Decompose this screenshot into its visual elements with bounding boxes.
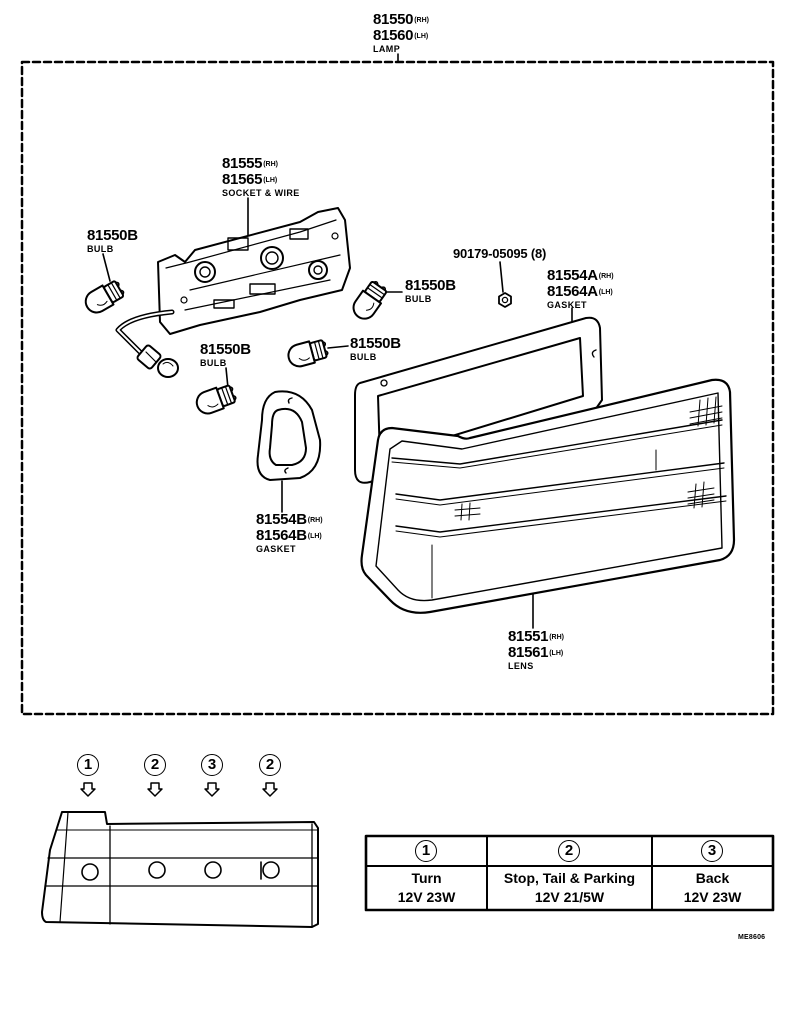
side-label: (LH) xyxy=(307,533,322,540)
part-number: 81550 xyxy=(373,11,414,28)
side-label: (RH) xyxy=(549,634,564,641)
part-name: LENS xyxy=(508,661,534,671)
bulb-left xyxy=(80,276,128,318)
table-spec: 12V 23W xyxy=(683,889,742,905)
callout-screw: 90179-05095 (8) xyxy=(453,247,546,263)
callout-bulb-left: 81550B BULB xyxy=(87,228,138,254)
socket-hole xyxy=(309,261,327,279)
down-arrow-icon xyxy=(148,783,162,796)
part-number: 81550B xyxy=(350,335,401,352)
part-number: 81561 xyxy=(508,644,549,661)
table-number: 2 xyxy=(558,840,580,862)
part-number-rh: 81555(RH) xyxy=(222,156,300,172)
part-name: SOCKET & WIRE xyxy=(222,188,300,198)
bulb-position-circle xyxy=(263,862,279,878)
part-name: BULB xyxy=(200,358,227,368)
table-spec: 12V 21/5W xyxy=(534,889,605,905)
part-number: 81564A xyxy=(547,283,598,300)
callout-bulb-middle: 81550B BULB xyxy=(350,336,401,362)
part-name: BULB xyxy=(350,352,377,362)
part-number: 81564B xyxy=(256,527,307,544)
drawing-code: ME8606 xyxy=(738,934,766,941)
part-number: 90179-05095 (8) xyxy=(453,246,547,261)
callout-lens: 81551(RH) 81561(LH) LENS xyxy=(508,629,564,671)
part-name: LAMP xyxy=(373,44,401,54)
table-function: Turn xyxy=(411,870,442,886)
leader-bulb-left xyxy=(103,254,110,281)
position-arrows xyxy=(81,783,277,796)
down-arrow-icon xyxy=(81,783,95,796)
leader-lines xyxy=(103,54,572,628)
position-marker: 2 xyxy=(259,754,281,776)
table-spec: 12V 23W xyxy=(397,889,456,905)
socket-plate xyxy=(158,208,350,334)
part-number-lh: 81560(LH) xyxy=(373,28,429,44)
down-arrow-icon xyxy=(205,783,219,796)
position-marker: 3 xyxy=(201,754,223,776)
table-function: Stop, Tail & Parking xyxy=(503,870,636,886)
leader-bulb-middle xyxy=(328,346,348,348)
lamp-front-sketch xyxy=(42,812,318,927)
part-number: 81565 xyxy=(222,171,263,188)
callout-socket: 81555(RH) 81565(LH) SOCKET & WIRE xyxy=(222,156,300,198)
side-label: (RH) xyxy=(307,517,323,524)
part-number-rh: 81554A(RH) xyxy=(547,268,614,284)
position-marker: 2 xyxy=(144,754,166,776)
side-label: (LH) xyxy=(414,33,429,40)
side-label: (LH) xyxy=(598,289,613,296)
callout-gasket-b: 81554B(RH) 81564B(LH) GASKET xyxy=(256,512,323,554)
position-marker: 1 xyxy=(77,754,99,776)
bulb-position-circle xyxy=(205,862,221,878)
part-name: BULB xyxy=(405,294,432,304)
part-number-rh: 81551(RH) xyxy=(508,629,564,645)
part-name: BULB xyxy=(87,244,114,254)
bulb-position-circle xyxy=(82,864,98,880)
part-name: GASKET xyxy=(547,300,587,310)
lens-hatching xyxy=(455,397,722,520)
side-label: (RH) xyxy=(414,17,429,24)
part-number: 81555 xyxy=(222,155,263,172)
part-number: 81550B xyxy=(405,277,456,294)
part-number: 81554A xyxy=(547,267,598,284)
callout-bulb-lower-left: 81550B BULB xyxy=(200,342,251,368)
callout-gasket-a: 81554A(RH) 81564A(LH) GASKET xyxy=(547,268,614,310)
part-number: 81560 xyxy=(373,27,414,44)
part-number-lh: 81564A(LH) xyxy=(547,284,614,300)
bulb-right xyxy=(348,277,391,324)
socket-hole xyxy=(195,262,215,282)
pigtail-bulb xyxy=(158,359,178,377)
screw-nut xyxy=(499,293,511,307)
lens xyxy=(362,380,735,613)
part-number: 81550B xyxy=(87,227,138,244)
down-arrow-icon xyxy=(263,783,277,796)
part-number-lh: 81564B(LH) xyxy=(256,528,323,544)
bulb-position-circle xyxy=(149,862,165,878)
table-number: 1 xyxy=(415,840,437,862)
side-label: (RH) xyxy=(263,161,278,168)
part-number: 81550B xyxy=(200,341,251,358)
part-number-rh: 81554B(RH) xyxy=(256,512,323,528)
gasket-b xyxy=(258,391,321,480)
side-label: (RH) xyxy=(598,273,614,280)
callout-lamp: 81550(RH) 81560(LH) LAMP xyxy=(373,12,429,54)
bulb-middle xyxy=(284,336,331,370)
part-name: GASKET xyxy=(256,544,296,554)
part-number: 81551 xyxy=(508,628,549,645)
socket-hole xyxy=(261,247,283,269)
part-number: 81554B xyxy=(256,511,307,528)
part-number-lh: 81565(LH) xyxy=(222,172,300,188)
leader-screw xyxy=(500,262,503,292)
table-function: Back xyxy=(695,870,730,886)
part-number-lh: 81561(LH) xyxy=(508,645,564,661)
table-number: 3 xyxy=(701,840,723,862)
side-label: (LH) xyxy=(263,177,278,184)
side-label: (LH) xyxy=(549,650,564,657)
bulb-table-grid xyxy=(366,836,773,910)
socket-wire xyxy=(118,312,178,377)
part-number-rh: 81550(RH) xyxy=(373,12,429,28)
callout-bulb-right: 81550B BULB xyxy=(405,278,456,304)
bulb-lower-left xyxy=(192,381,239,418)
